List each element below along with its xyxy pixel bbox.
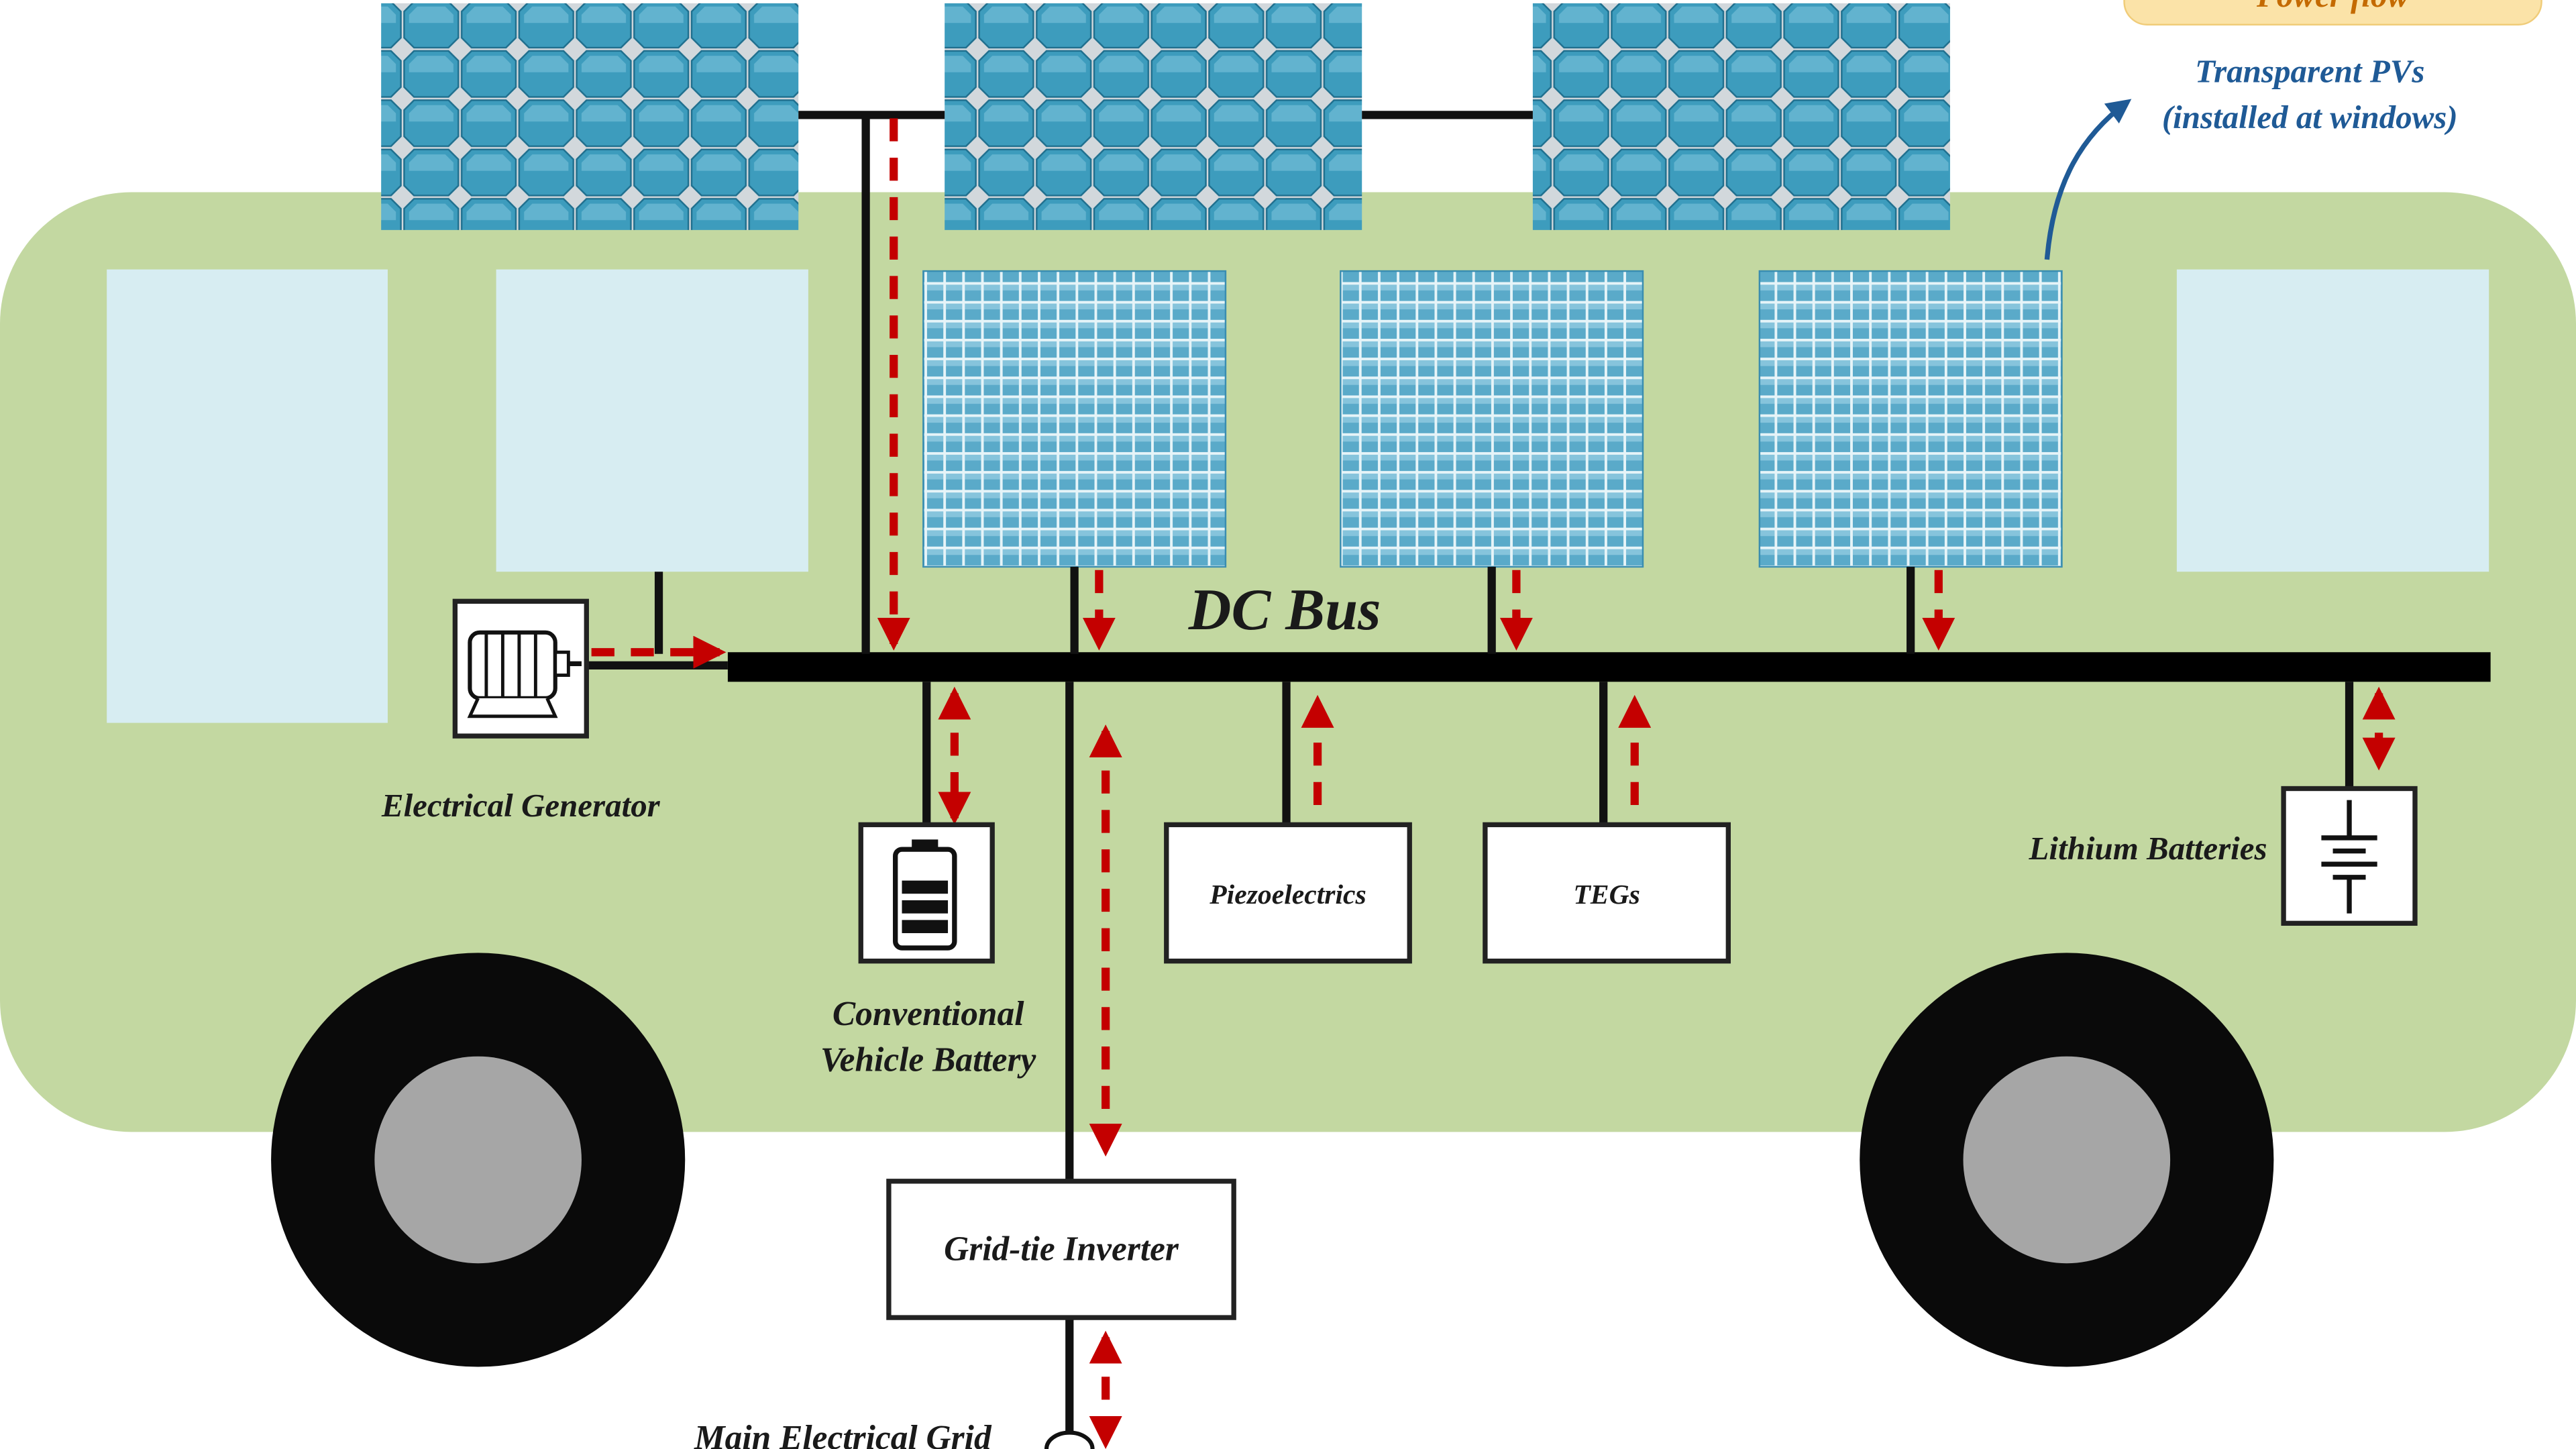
roof-solar-panel-2 (945, 3, 1362, 230)
electrical-generator (452, 598, 589, 739)
main-grid-symbol (1044, 1430, 1095, 1449)
transparent-pv-window-2 (1340, 270, 1644, 568)
front-wheel (271, 953, 686, 1367)
piezoelectrics-label: Piezoelectrics (1209, 879, 1366, 910)
conventional-battery (858, 822, 995, 964)
lithium-batteries (2281, 786, 2418, 926)
grid-tie-inverter-label: Grid-tie Inverter (944, 1230, 1179, 1268)
roof-solar-panel-3 (1532, 3, 1950, 230)
annotation-line-1: Transparent PVs (2195, 52, 2424, 89)
main-grid-label: Main Electrical Grid (694, 1419, 992, 1449)
legend-label: Power flow (2256, 0, 2409, 14)
tegs-label: TEGs (1573, 879, 1640, 910)
roof-solar-panel-1 (381, 3, 799, 230)
transparent-pv-window-3 (1758, 270, 2063, 568)
battery-symbol-icon (2321, 800, 2377, 914)
electric-motor-icon (467, 630, 582, 718)
legend: Power flow (2123, 0, 2542, 25)
piezoelectrics-box (1164, 822, 1412, 964)
annotation-line-2: (installed at windows) (2162, 99, 2458, 136)
wires (588, 111, 2354, 1449)
transparent-pv-window-1 (922, 270, 1227, 568)
rear-wheel (1860, 953, 2274, 1367)
battery-icon (893, 839, 957, 951)
dc-bus-bar (727, 652, 2491, 682)
dc-bus-label: DC Bus (1188, 577, 1381, 643)
tegs-box (1483, 822, 1731, 964)
window-6 (2176, 269, 2489, 572)
conventional-battery-label-2: Vehicle Battery (820, 1041, 1036, 1079)
grid-tie-inverter-box (886, 1179, 1236, 1320)
window-2 (496, 269, 808, 572)
generator-label: Electrical Generator (381, 787, 661, 824)
power-flow-arrows (591, 118, 2396, 1449)
annotation-arrow (2044, 99, 2132, 260)
window-1 (107, 269, 388, 723)
lithium-batteries-label: Lithium Batteries (2029, 830, 2267, 867)
conventional-battery-label-1: Conventional (833, 995, 1024, 1033)
